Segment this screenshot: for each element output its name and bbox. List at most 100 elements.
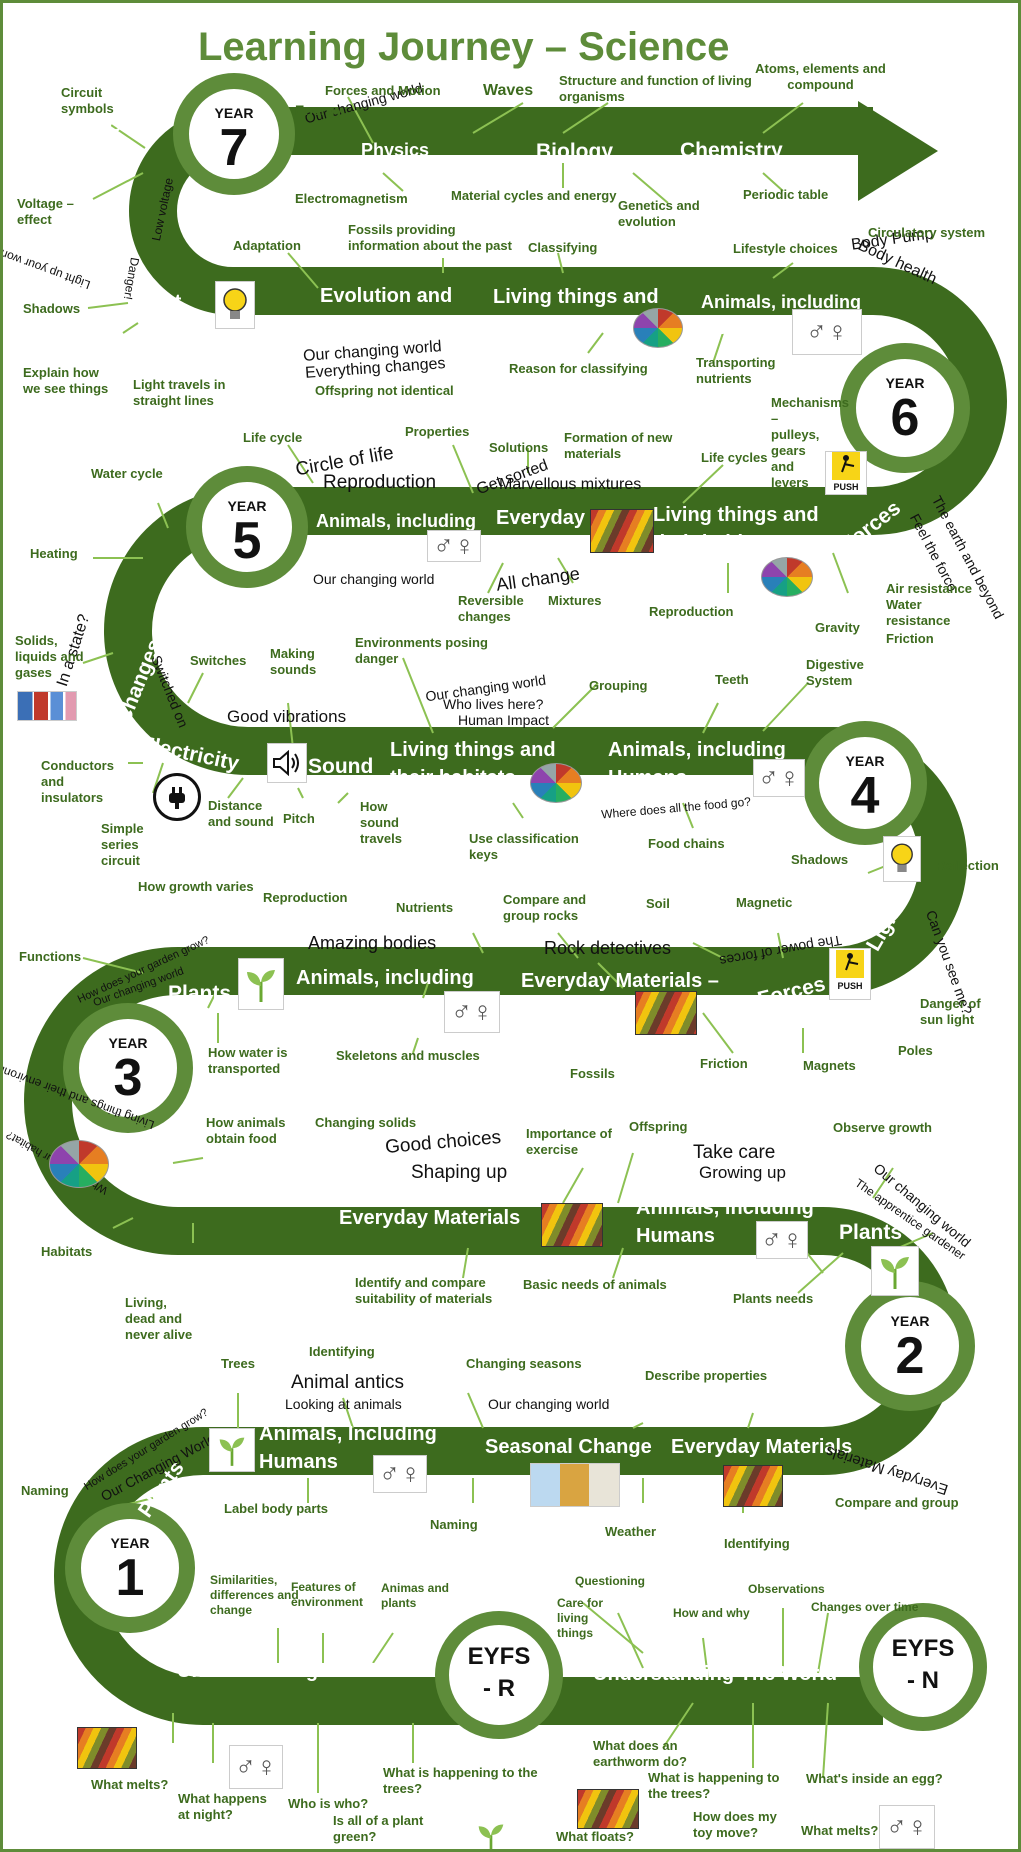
label: How sound travels	[360, 799, 402, 846]
label: Solutions	[489, 440, 549, 455]
topic-living-y6-2: their habitats	[493, 314, 619, 336]
label: Naming	[21, 1483, 69, 1498]
eyfs-n-badge: EYFS - N	[859, 1603, 987, 1731]
materials-icon	[635, 991, 697, 1035]
page-title: Learning Journey – Science	[198, 25, 730, 69]
label: Classifying	[528, 240, 598, 255]
materials-icon	[77, 1727, 137, 1769]
label: Describe properties	[645, 1368, 768, 1383]
topic-animals-y3-1: Animals, including	[296, 967, 474, 989]
topic-everyday-y5-2: Materials	[496, 535, 583, 557]
label: Formation of new materials	[564, 430, 673, 461]
label: Identifying	[309, 1344, 375, 1359]
materials-icon	[590, 509, 654, 553]
phrase: Waves	[483, 82, 534, 99]
topic-animals-y6-2: Humans	[701, 318, 773, 338]
phrase: Looking at animals	[285, 1396, 402, 1412]
label: Lifestyle choices	[733, 241, 838, 256]
label: Conductors and insulators	[41, 758, 114, 805]
seasons-icon	[530, 1463, 620, 1507]
label: Air resistance	[886, 581, 972, 596]
year-label: YEAR	[227, 498, 267, 514]
topic-light-y6: Light	[130, 291, 182, 314]
label: Who is who?	[288, 1796, 369, 1811]
label: Adaptation	[233, 238, 301, 253]
bulb-icon	[215, 281, 255, 329]
label: Gravity	[815, 620, 860, 635]
label: Compare and group	[835, 1495, 959, 1510]
topic-animals-y4-2: Humans	[608, 767, 687, 789]
label: What's inside an egg?	[806, 1771, 943, 1786]
label: How animals obtain food	[206, 1115, 286, 1146]
label: Observe growth	[833, 1120, 932, 1135]
body-icon: ♂♀	[753, 759, 805, 797]
label: Transporting nutrients	[696, 355, 776, 386]
label: Offspring not identical	[315, 383, 454, 398]
year-number: 5	[232, 512, 262, 570]
topic-animals-y3-2: Humans	[296, 995, 375, 1017]
label: Heating	[30, 546, 78, 561]
label: Plants needs	[733, 1291, 814, 1306]
year-2-badge: YEAR 2	[845, 1281, 975, 1411]
materials-icon	[577, 1789, 639, 1829]
label: Features of environment	[291, 1580, 364, 1609]
label: How and why	[673, 1606, 750, 1620]
label: Weather	[605, 1524, 657, 1539]
topic-sound: Sound	[308, 755, 374, 778]
label: What melts?	[91, 1777, 169, 1792]
label: Switches	[190, 653, 247, 668]
label: Habitats	[41, 1244, 93, 1259]
solids-liquids-gases-icon	[17, 691, 77, 721]
topic-living-y5-1: Living things and	[653, 504, 819, 526]
road-year3	[24, 947, 823, 1255]
classification-wheel-icon	[49, 1140, 109, 1188]
year-label: YEAR	[890, 1313, 930, 1329]
label: Life cycle	[243, 430, 303, 445]
topic-rocks-1: Everyday Materials –	[521, 970, 719, 992]
label: Questioning	[575, 1574, 645, 1588]
label: Importance of exercise	[526, 1126, 612, 1157]
topic-animals-y2-1: Animals, including	[636, 1197, 814, 1219]
topic-rocks-2: Rocks	[521, 998, 582, 1020]
road-year6	[248, 267, 1007, 535]
phrase: Good vibrations	[227, 707, 347, 726]
label: Digestive System	[806, 657, 864, 688]
year-5-badge: YEAR 5	[186, 466, 308, 588]
topic-utw-r: Understanding The World	[177, 1660, 422, 1682]
body-icon: ♂♀	[879, 1805, 935, 1849]
label: Fossils providing information about the …	[348, 222, 512, 253]
label: Fossils	[570, 1066, 615, 1081]
eyfs-sub: - N	[907, 1667, 939, 1694]
label: Electromagnetism	[295, 191, 408, 206]
topic-animals-y6-1: Animals, including	[701, 292, 862, 312]
label: Changing seasons	[466, 1356, 582, 1371]
label: Is all of a plant green?	[333, 1813, 424, 1844]
label: What happens at night?	[178, 1791, 267, 1822]
label: What floats?	[556, 1829, 634, 1844]
topic-seasonal-change: Seasonal Change	[485, 1436, 652, 1458]
seedling-icon	[471, 1821, 511, 1849]
label: Solids, liquids and gases	[15, 633, 84, 680]
topic-animals-y4-1: Animals, including	[608, 739, 786, 761]
classification-wheel-icon	[761, 557, 813, 597]
label: Teeth	[715, 672, 749, 687]
push-label: PUSH	[837, 981, 863, 991]
label: Atoms, elements and compound	[755, 61, 886, 92]
bulb-icon	[883, 836, 921, 882]
year-3-badge: YEAR 3	[63, 1003, 193, 1133]
phrase: Take care	[693, 1142, 776, 1163]
label: Poles	[898, 1043, 933, 1058]
phrase: Rock detectives	[544, 938, 672, 958]
label: Water resistance	[886, 597, 951, 628]
label: Shadows	[23, 301, 81, 316]
topic-plants-y2: Plants	[839, 1221, 903, 1244]
year-4-badge: YEAR 4	[803, 721, 927, 845]
topic-everyday-y1: Everyday Materials	[671, 1436, 853, 1458]
topic-animals-y1-1: Animals, Including	[259, 1423, 437, 1445]
label: Friction	[886, 631, 934, 646]
body-icon: ♂♀	[756, 1221, 808, 1259]
label: Reflection	[936, 858, 999, 873]
year-number: 7	[219, 119, 249, 177]
label: Properties	[405, 424, 470, 439]
